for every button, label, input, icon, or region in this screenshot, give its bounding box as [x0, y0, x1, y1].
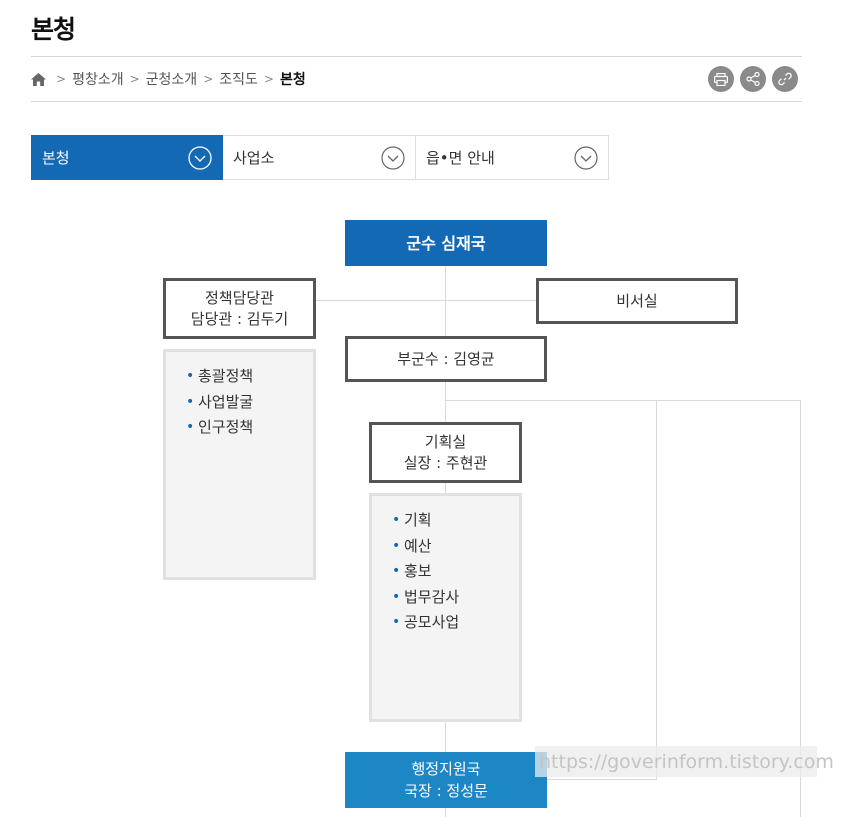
page-title: 본청: [31, 15, 76, 44]
tab-main-office[interactable]: 본청: [31, 135, 223, 180]
duty-item: 기획: [392, 508, 519, 534]
planning-office-title: 기획실: [424, 432, 467, 451]
admin-bureau-box[interactable]: 행정지원국 국장 : 정성문: [345, 752, 547, 808]
chevron-down-icon: [188, 145, 212, 170]
share-icon: [746, 72, 760, 86]
secretary-box[interactable]: 비서실: [536, 278, 738, 324]
policy-duties-list: 총괄정책 사업발굴 인구정책: [186, 364, 313, 441]
branch-vertical-line-mid: [656, 400, 657, 780]
watermark: https://goverinform.tistory.com: [535, 746, 834, 777]
tab-label: 사업소: [233, 149, 275, 167]
planning-office-head: 실장 : 주현관: [403, 453, 488, 472]
breadcrumb-separator: >: [129, 72, 140, 86]
breadcrumb: > 평창소개 > 군청소개 > 조직도 > 본청: [31, 69, 306, 89]
breadcrumb-separator: >: [263, 72, 274, 86]
duty-item: 총괄정책: [186, 364, 313, 390]
tab-town-guide[interactable]: 읍•면 안내: [416, 135, 609, 180]
admin-bureau-head: 국장 : 정성문: [404, 782, 488, 800]
planning-office-box[interactable]: 기획실 실장 : 주현관: [369, 422, 522, 483]
tab-label: 본청: [42, 149, 70, 167]
page-tools: [708, 66, 798, 92]
governor-box: 군수 심재국: [345, 220, 547, 266]
breadcrumb-divider: [31, 101, 802, 102]
policy-office-head: 담당관 : 김두기: [190, 309, 289, 328]
tab-label: 읍•면 안내: [426, 149, 495, 167]
breadcrumb-item-office[interactable]: 군청소개: [145, 72, 198, 88]
breadcrumb-separator: >: [203, 72, 214, 86]
org-tabs: 본청 사업소 읍•면 안내: [31, 135, 609, 180]
planning-duties-list: 기획 예산 홍보 법무감사 공모사업: [392, 508, 519, 636]
link-icon: [778, 72, 792, 86]
breadcrumb-separator: >: [56, 72, 67, 86]
policy-duties-panel: 총괄정책 사업발굴 인구정책: [163, 349, 316, 580]
link-button[interactable]: [772, 66, 798, 92]
duty-item: 인구정책: [186, 415, 313, 441]
duty-item: 사업발굴: [186, 390, 313, 416]
deputy-label: 부군수 : 김영균: [397, 349, 495, 368]
chevron-down-icon: [574, 145, 598, 170]
branch-vertical-line-right: [800, 400, 801, 817]
duty-item: 법무감사: [392, 585, 519, 611]
breadcrumb-current: 본청: [279, 72, 306, 88]
home-icon[interactable]: [31, 72, 46, 86]
duty-item: 공모사업: [392, 610, 519, 636]
planning-duties-panel: 기획 예산 홍보 법무감사 공모사업: [369, 493, 522, 722]
deputy-box[interactable]: 부군수 : 김영균: [345, 336, 547, 382]
governor-label: 군수 심재국: [406, 233, 486, 253]
branch-horizontal-line: [445, 400, 801, 401]
share-button[interactable]: [740, 66, 766, 92]
secretary-label: 비서실: [616, 291, 658, 310]
tab-business-office[interactable]: 사업소: [223, 135, 416, 180]
breadcrumb-item-orgchart[interactable]: 조직도: [219, 72, 258, 88]
duty-item: 홍보: [392, 559, 519, 585]
duty-item: 예산: [392, 534, 519, 560]
print-button[interactable]: [708, 66, 734, 92]
policy-office-box[interactable]: 정책담당관 담당관 : 김두기: [163, 278, 316, 339]
print-icon: [714, 72, 728, 86]
title-divider: [31, 56, 802, 57]
chevron-down-icon: [381, 145, 405, 170]
breadcrumb-item-intro[interactable]: 평창소개: [72, 72, 124, 88]
branch-bottom-line: [445, 779, 657, 780]
policy-office-title: 정책담당관: [204, 288, 274, 307]
staff-horizontal-line: [315, 300, 537, 301]
admin-bureau-title: 행정지원국: [411, 760, 481, 778]
